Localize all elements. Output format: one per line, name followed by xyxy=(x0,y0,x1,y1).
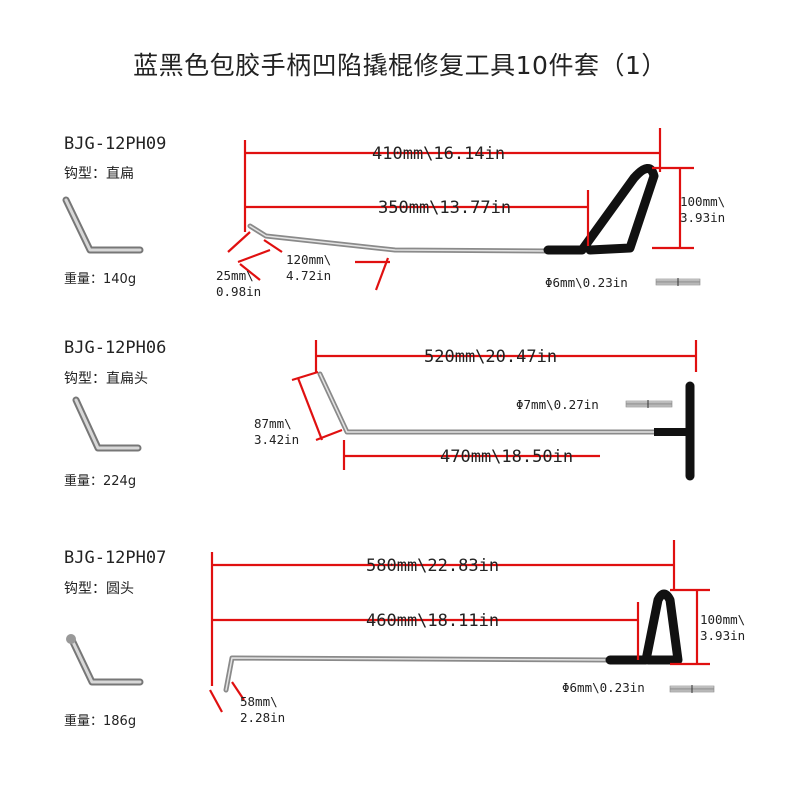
tool-handle-2 xyxy=(654,381,695,481)
dim-handle-label-1a: 100mm\ xyxy=(680,194,725,209)
dim-bend-label-1b: 4.72in xyxy=(286,268,331,283)
dimension-lines-1 xyxy=(227,128,694,291)
hook-type-label-3: 钩型：圆头 xyxy=(64,581,134,597)
dim-shaft-label-1: 350mm\13.77in xyxy=(378,198,511,218)
dim-tip-label-3a: 58mm\ xyxy=(240,694,278,709)
dimension-lines-3 xyxy=(209,540,710,713)
diameter-rod-sample-2 xyxy=(625,400,673,408)
dimension-lines-2 xyxy=(291,340,698,470)
dim-tip-label-1a: 25mm\ xyxy=(216,268,254,283)
dim-diameter-label-1: Φ6mm\0.23in xyxy=(545,275,628,290)
page-title: 蓝黑色包胶手柄凹陷撬棍修复工具10件套（1） xyxy=(133,51,667,80)
weight-label-3: 重量：186g xyxy=(64,714,137,729)
model-label-1: BJG-12PH09 xyxy=(64,134,167,154)
dim-tip-label-1b: 0.98in xyxy=(216,284,261,299)
diameter-rod-sample-3 xyxy=(669,685,715,693)
hook-thumbnail-1 xyxy=(62,196,144,254)
hook-thumbnail-2 xyxy=(72,396,142,452)
dim-total-label-3: 580mm\22.83in xyxy=(366,556,499,576)
tool-handle-3 xyxy=(605,589,683,665)
dim-shaft-label-2: 470mm\18.50in xyxy=(440,447,573,467)
dim-diameter-label-3: Φ6mm\0.23in xyxy=(562,680,645,695)
dim-handle-label-3a: 100mm\ xyxy=(700,612,745,627)
tool-handle-1 xyxy=(543,164,659,255)
model-label-2: BJG-12PH06 xyxy=(64,338,167,358)
hook-type-label-2: 钩型：直扁头 xyxy=(64,371,148,387)
tool-rod-2 xyxy=(317,371,658,435)
dim-tip-label-3b: 2.28in xyxy=(240,710,285,725)
dim-handle-label-3b: 3.93in xyxy=(700,628,745,643)
hook-thumbnail-3 xyxy=(66,634,144,686)
weight-label-1: 重量：140g xyxy=(64,272,137,287)
dim-shaft-label-3: 460mm\18.11in xyxy=(366,611,499,631)
dim-total-label-1: 410mm\16.14in xyxy=(372,144,505,164)
dim-tip-label-2b: 3.42in xyxy=(254,432,299,447)
dim-tip-label-2a: 87mm\ xyxy=(254,416,292,431)
hook-type-label-1: 钩型：直扁 xyxy=(64,166,134,182)
dim-total-label-2: 520mm\20.47in xyxy=(424,347,557,367)
model-label-3: BJG-12PH07 xyxy=(64,548,167,568)
weight-label-2: 重量：224g xyxy=(64,474,137,489)
tool-rod-1 xyxy=(247,223,551,254)
diameter-rod-sample-1 xyxy=(655,278,701,286)
dim-handle-label-1b: 3.93in xyxy=(680,210,725,225)
dim-diameter-label-2: Φ7mm\0.27in xyxy=(516,397,599,412)
tool-rod-3 xyxy=(223,655,615,693)
dim-bend-label-1a: 120mm\ xyxy=(286,252,331,267)
